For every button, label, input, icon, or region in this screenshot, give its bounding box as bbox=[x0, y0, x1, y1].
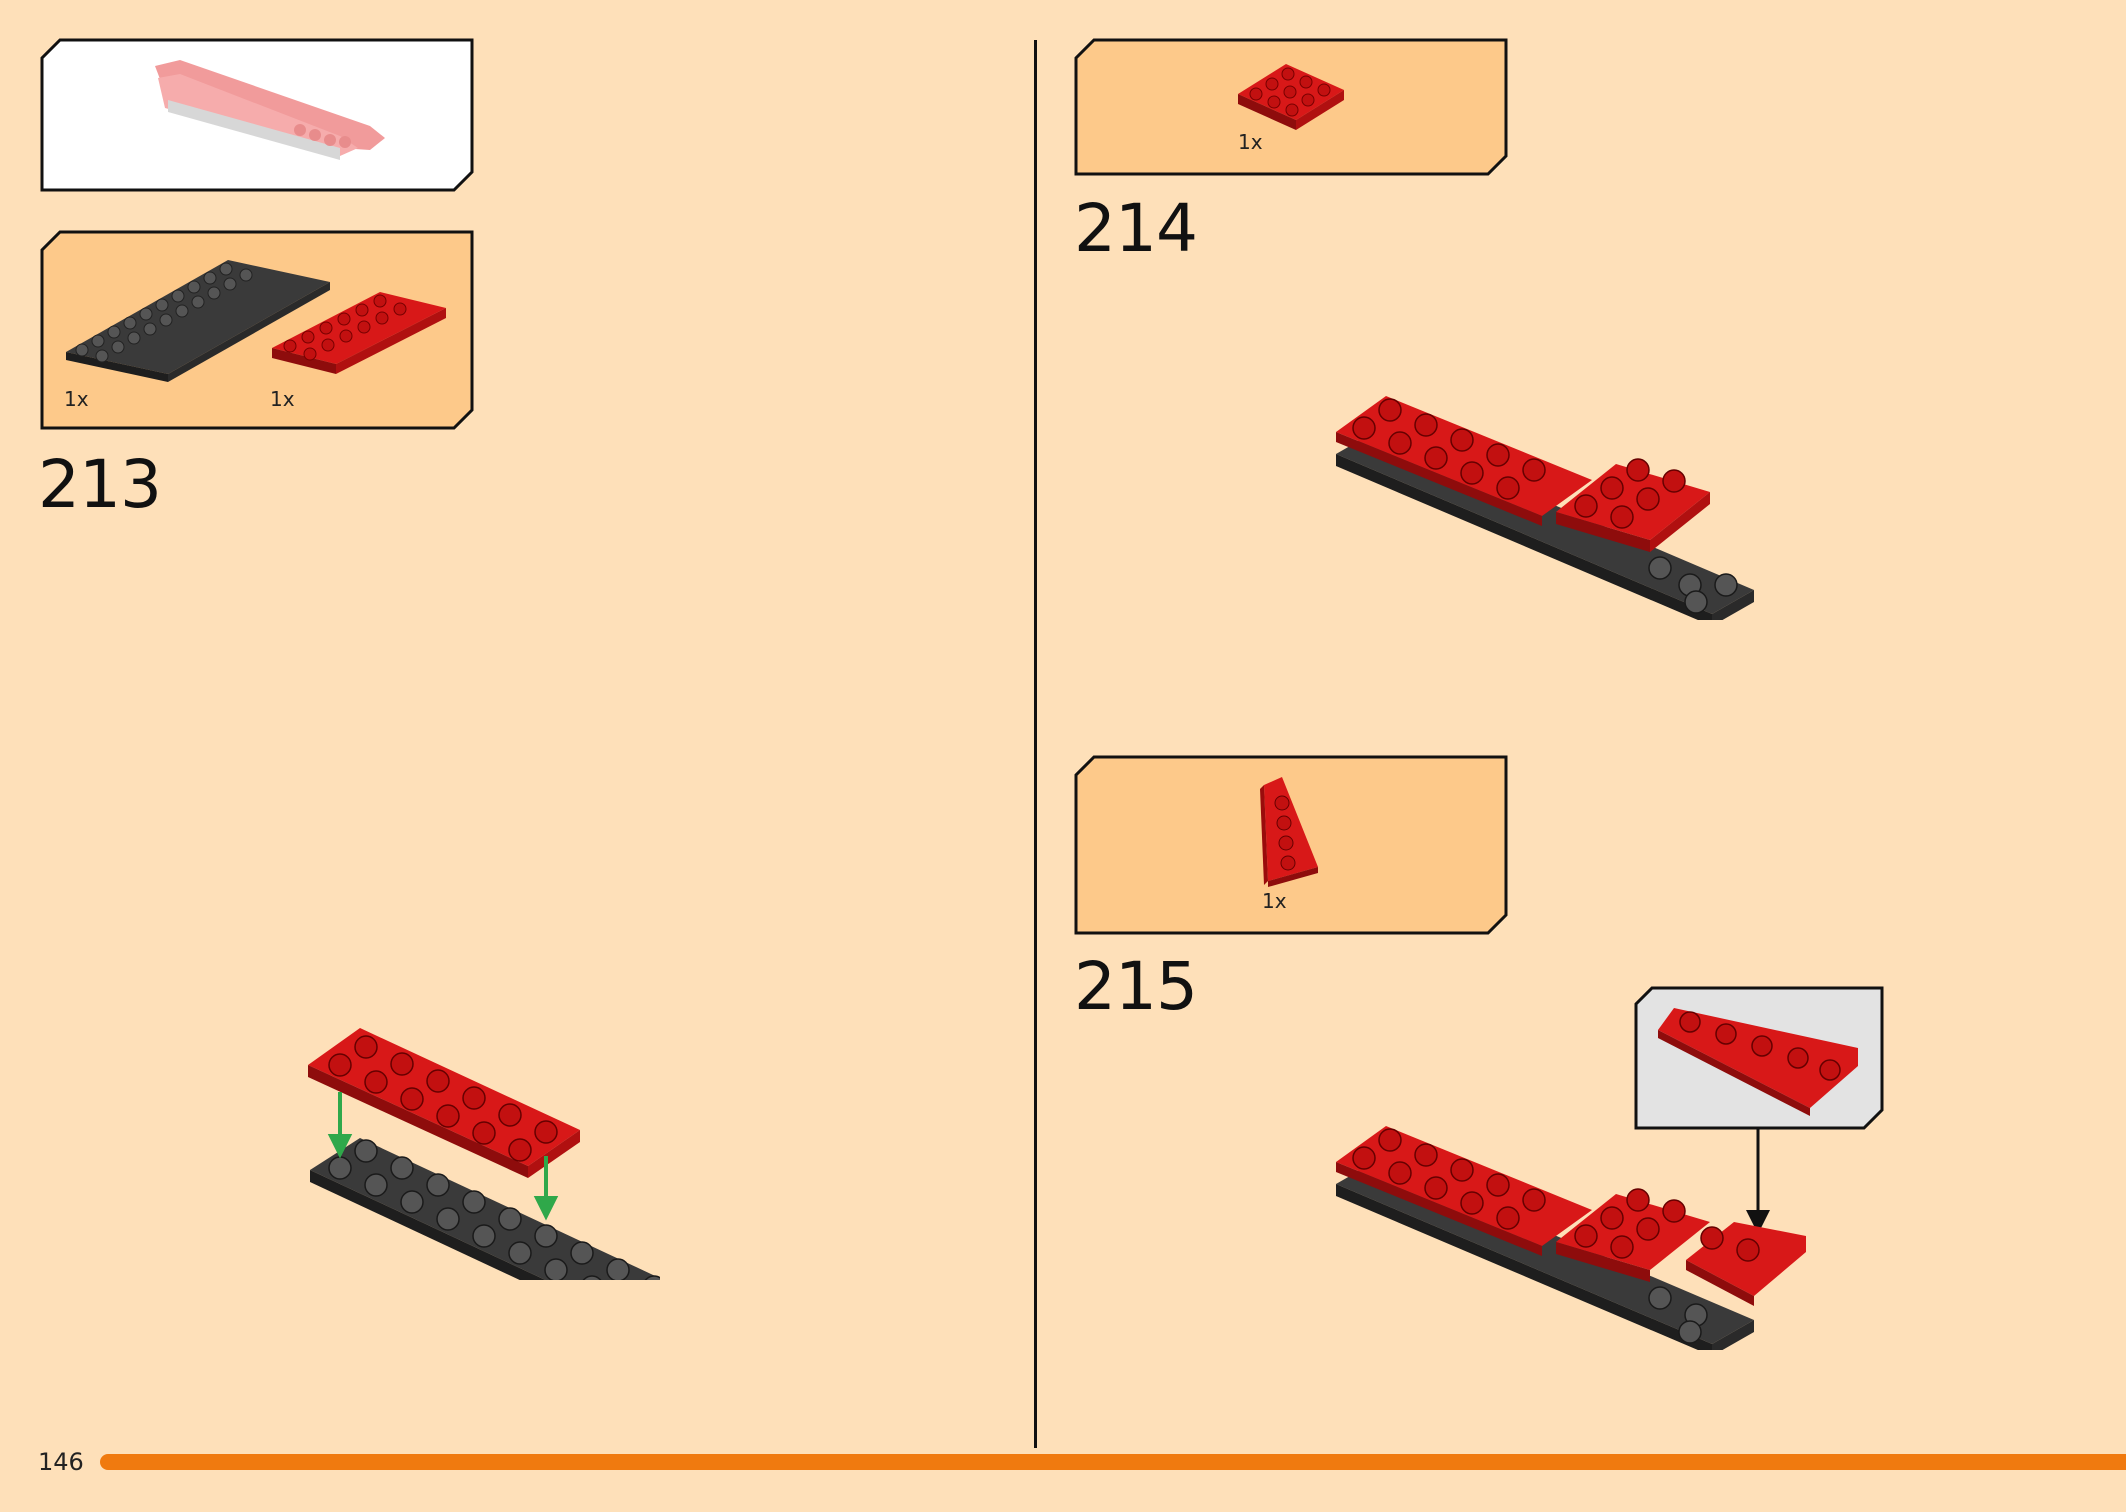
part-quantity: 1x bbox=[270, 387, 295, 411]
red-wedge-plate-icon bbox=[1260, 777, 1318, 887]
part-quantity: 1x bbox=[1238, 130, 1263, 154]
page-number: 146 bbox=[38, 1448, 84, 1476]
red-plate-2x6-icon bbox=[272, 292, 446, 374]
part-quantity: 1x bbox=[1262, 889, 1287, 913]
step-number: 214 bbox=[1074, 190, 1198, 267]
step-215-parts-box: 1x bbox=[1074, 755, 1508, 935]
part-quantity: 1x bbox=[64, 387, 89, 411]
red-plate-2x3-icon bbox=[1238, 64, 1344, 130]
step-213-assembly-illustration bbox=[308, 1028, 660, 1280]
red-wing-assembly-icon bbox=[155, 60, 385, 160]
red-wedge-plate-callout-icon bbox=[1658, 1008, 1858, 1116]
step-number: 213 bbox=[38, 446, 162, 523]
step-215-assembly-illustration bbox=[1336, 1126, 1806, 1350]
down-arrow-icon bbox=[1746, 1128, 1770, 1234]
sub-model-preview-box bbox=[40, 38, 474, 192]
step-214-assembly-illustration bbox=[1336, 396, 1754, 620]
footer-accent-bar bbox=[100, 1454, 2126, 1470]
black-plate-2x10-icon bbox=[66, 260, 330, 382]
step-213-parts-box: 1x 1x bbox=[40, 230, 474, 430]
step-215-callout-box bbox=[1634, 986, 1884, 1130]
step-214-parts-box: 1x bbox=[1074, 38, 1508, 176]
page-divider bbox=[1034, 40, 1037, 1448]
step-number: 215 bbox=[1074, 948, 1198, 1025]
